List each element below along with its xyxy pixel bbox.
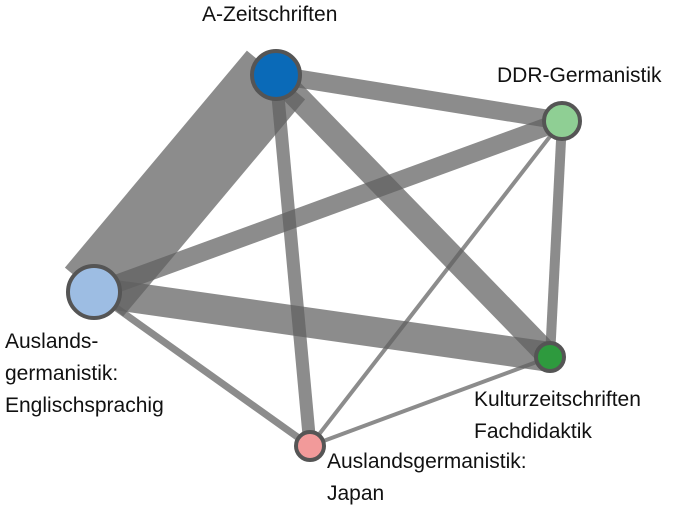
node-auslandsgermanistik-englischsprachig (66, 264, 122, 320)
edge-kulturzeitschriften-fachdidaktik-auslandsgermanistik-japan (309, 355, 551, 448)
label-a-zeitschriften: A-Zeitschriften (202, 0, 337, 31)
label-line: Japan (327, 482, 385, 505)
node-auslandsgermanistik-japan (294, 430, 326, 462)
label-auslandsgermanistik-englischsprachig: Auslands- germanistik: Englischsprachig (5, 326, 164, 422)
edge-auslandsgermanistik-englischsprachig-auslandsgermanistik-japan (91, 289, 313, 449)
edge-ddr-germanistik-kulturzeitschriften-fachdidaktik (545, 120, 567, 358)
edge-ddr-germanistik-auslandsgermanistik-englischsprachig (90, 112, 566, 301)
label-auslandsgermanistik-japan: Auslandsgermanistik: Japan (327, 446, 527, 510)
edge-auslandsgermanistik-englischsprachig-kulturzeitschriften-fachdidaktik (91, 277, 553, 372)
edges-layer (64, 50, 567, 449)
label-line: Auslandsgermanistik: (327, 450, 527, 473)
label-line: DDR-Germanistik (497, 64, 662, 87)
node-kulturzeitschriften-fachdidaktik (534, 341, 566, 373)
label-line: A-Zeitschriften (202, 3, 338, 26)
edge-ddr-germanistik-auslandsgermanistik-japan (308, 119, 564, 448)
edge-a-zeitschriften-kulturzeitschriften-fachdidaktik (267, 66, 559, 366)
edge-a-zeitschriften-auslandsgermanistik-japan (269, 74, 317, 447)
label-ddr-germanistik: DDR-Germanistik (497, 60, 662, 92)
label-line: Englischsprachig (5, 394, 164, 417)
label-line: Fachdidaktik (474, 420, 592, 443)
label-kulturzeitschriften-fachdidaktik: Kulturzeitschriften Fachdidaktik (474, 384, 641, 448)
label-line: germanistik: (5, 362, 119, 385)
node-a-zeitschriften (250, 49, 302, 101)
edge-a-zeitschriften-auslandsgermanistik-englischsprachig (64, 50, 306, 317)
node-ddr-germanistik (542, 101, 582, 141)
label-line: Kulturzeitschriften (474, 388, 641, 411)
edge-a-zeitschriften-ddr-germanistik (274, 66, 564, 130)
nodes-layer (66, 49, 582, 462)
label-line: Auslands- (5, 330, 99, 353)
